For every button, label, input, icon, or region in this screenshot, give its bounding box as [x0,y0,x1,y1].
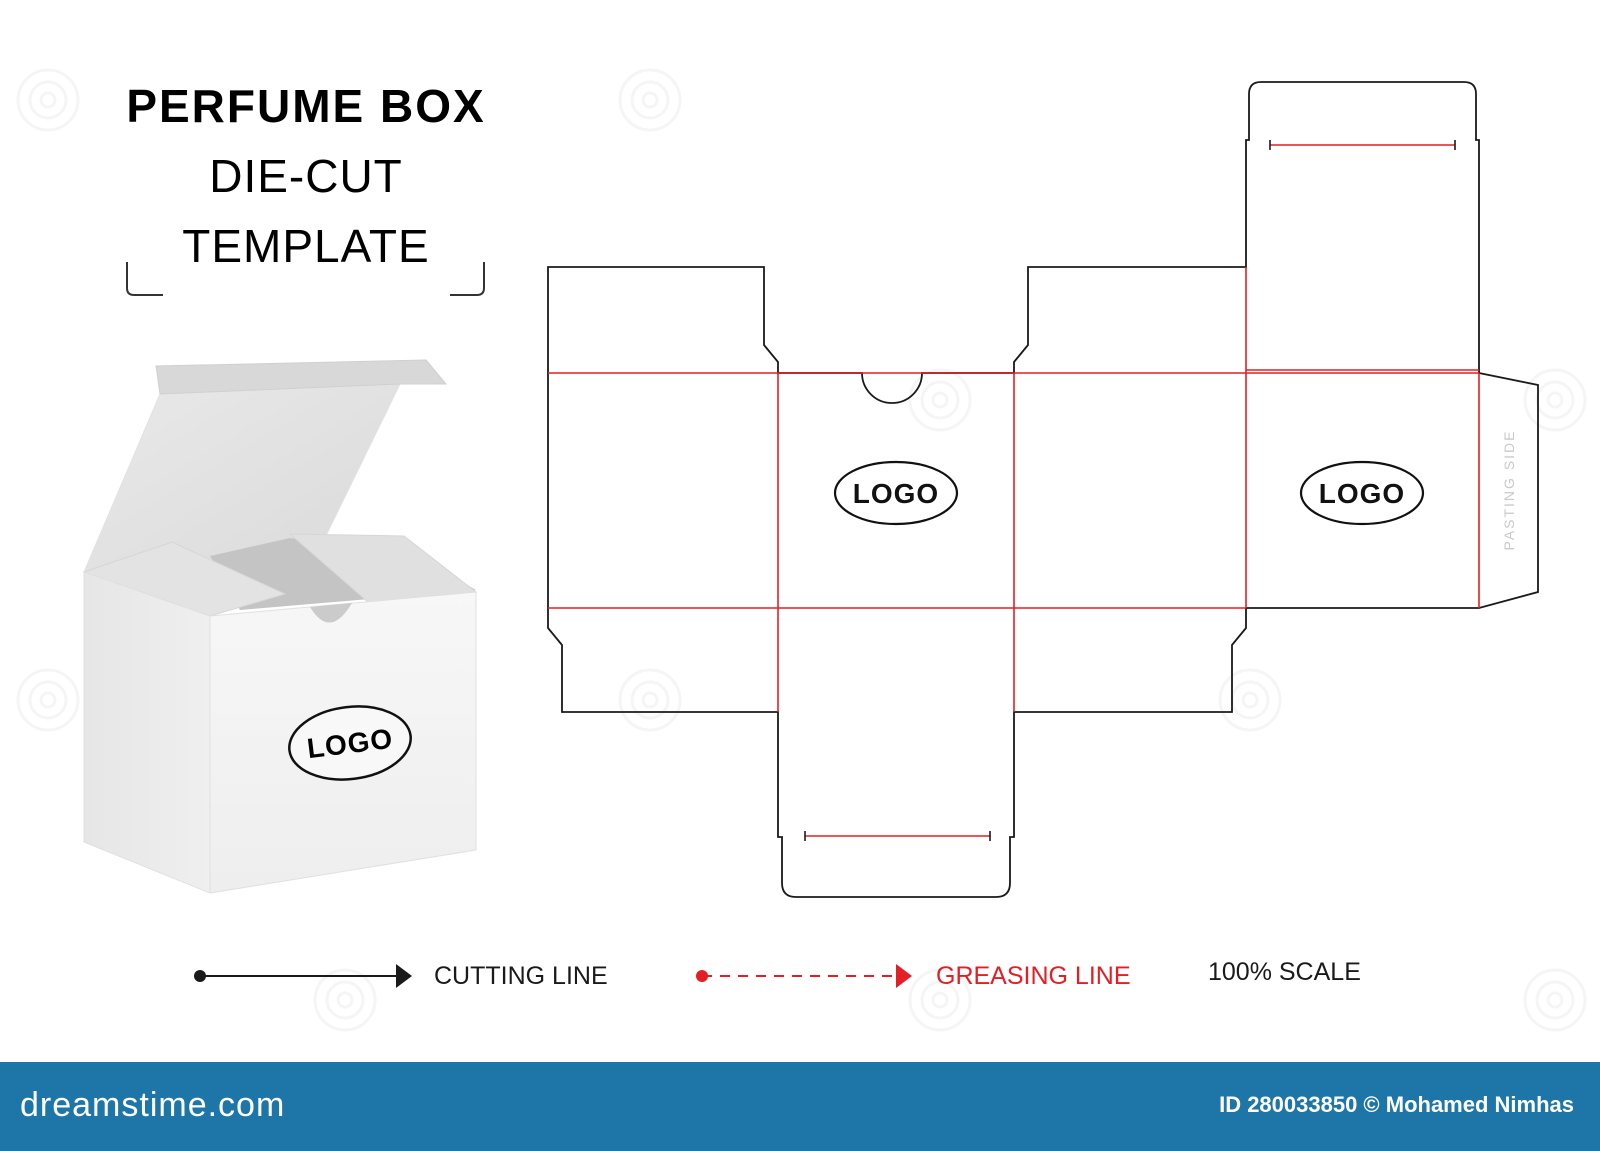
footer-credit: ID 280033850 © Mohamed Nimhas [1219,1092,1574,1117]
box-thumb-notch [310,603,352,623]
dieline-cut-outline [547,81,1539,898]
watermark-spiral-icon [313,968,377,1032]
box-illustration: LOGO [82,359,478,894]
watermark-spiral-icon [16,68,80,132]
watermark-spiral-icon [618,68,682,132]
dieline-tuck-slits [804,140,1456,841]
watermark-spiral-icon [1523,968,1587,1032]
pasting-side-label: PASTING SIDE [1501,430,1517,551]
legend-greasing: GREASING LINE [696,962,1131,990]
legend-cutting: CUTTING LINE [194,962,608,990]
watermark-spiral-icon [908,368,972,432]
watermark-spiral-icon [1523,368,1587,432]
dieline-back-logo: LOGO [1299,460,1425,526]
dieline-front-logo: LOGO [833,460,959,526]
dieline-crease-lines [548,144,1480,837]
box-side-face [83,571,211,894]
legend: CUTTING LINE GREASING LINE 100% SCALE [194,958,1361,990]
title-line-1: PERFUME BOX [126,80,485,132]
front-logo-text: LOGO [853,478,939,509]
watermark-spiral-icon [16,668,80,732]
box-lid-tuck-flap [155,359,448,395]
footer-bar: dreamstime.com ID 280033850 © Mohamed Ni… [0,1062,1600,1151]
cutting-line-label: CUTTING LINE [434,962,608,990]
cutting-arrow-icon [396,964,412,988]
scale-label: 100% SCALE [1208,958,1361,986]
title-bracket-left [126,262,163,296]
watermark-spiral-icon [618,668,682,732]
greasing-arrow-icon [896,964,912,988]
box-logo: LOGO [288,705,412,781]
title-line-2: DIE-CUT [209,150,403,202]
title-block: PERFUME BOX DIE-CUT TEMPLATE [126,80,485,296]
watermark-spiral-icon [1218,668,1282,732]
title-bracket-right [450,262,485,296]
greasing-line-label: GREASING LINE [936,962,1131,990]
footer-site-link[interactable]: dreamstime.com [20,1086,286,1124]
dieline: LOGO LOGO PASTING SIDE [547,81,1539,898]
title-line-3: TEMPLATE [182,220,429,272]
watermark-spiral-icon [908,968,972,1032]
back-logo-text: LOGO [1319,478,1405,509]
